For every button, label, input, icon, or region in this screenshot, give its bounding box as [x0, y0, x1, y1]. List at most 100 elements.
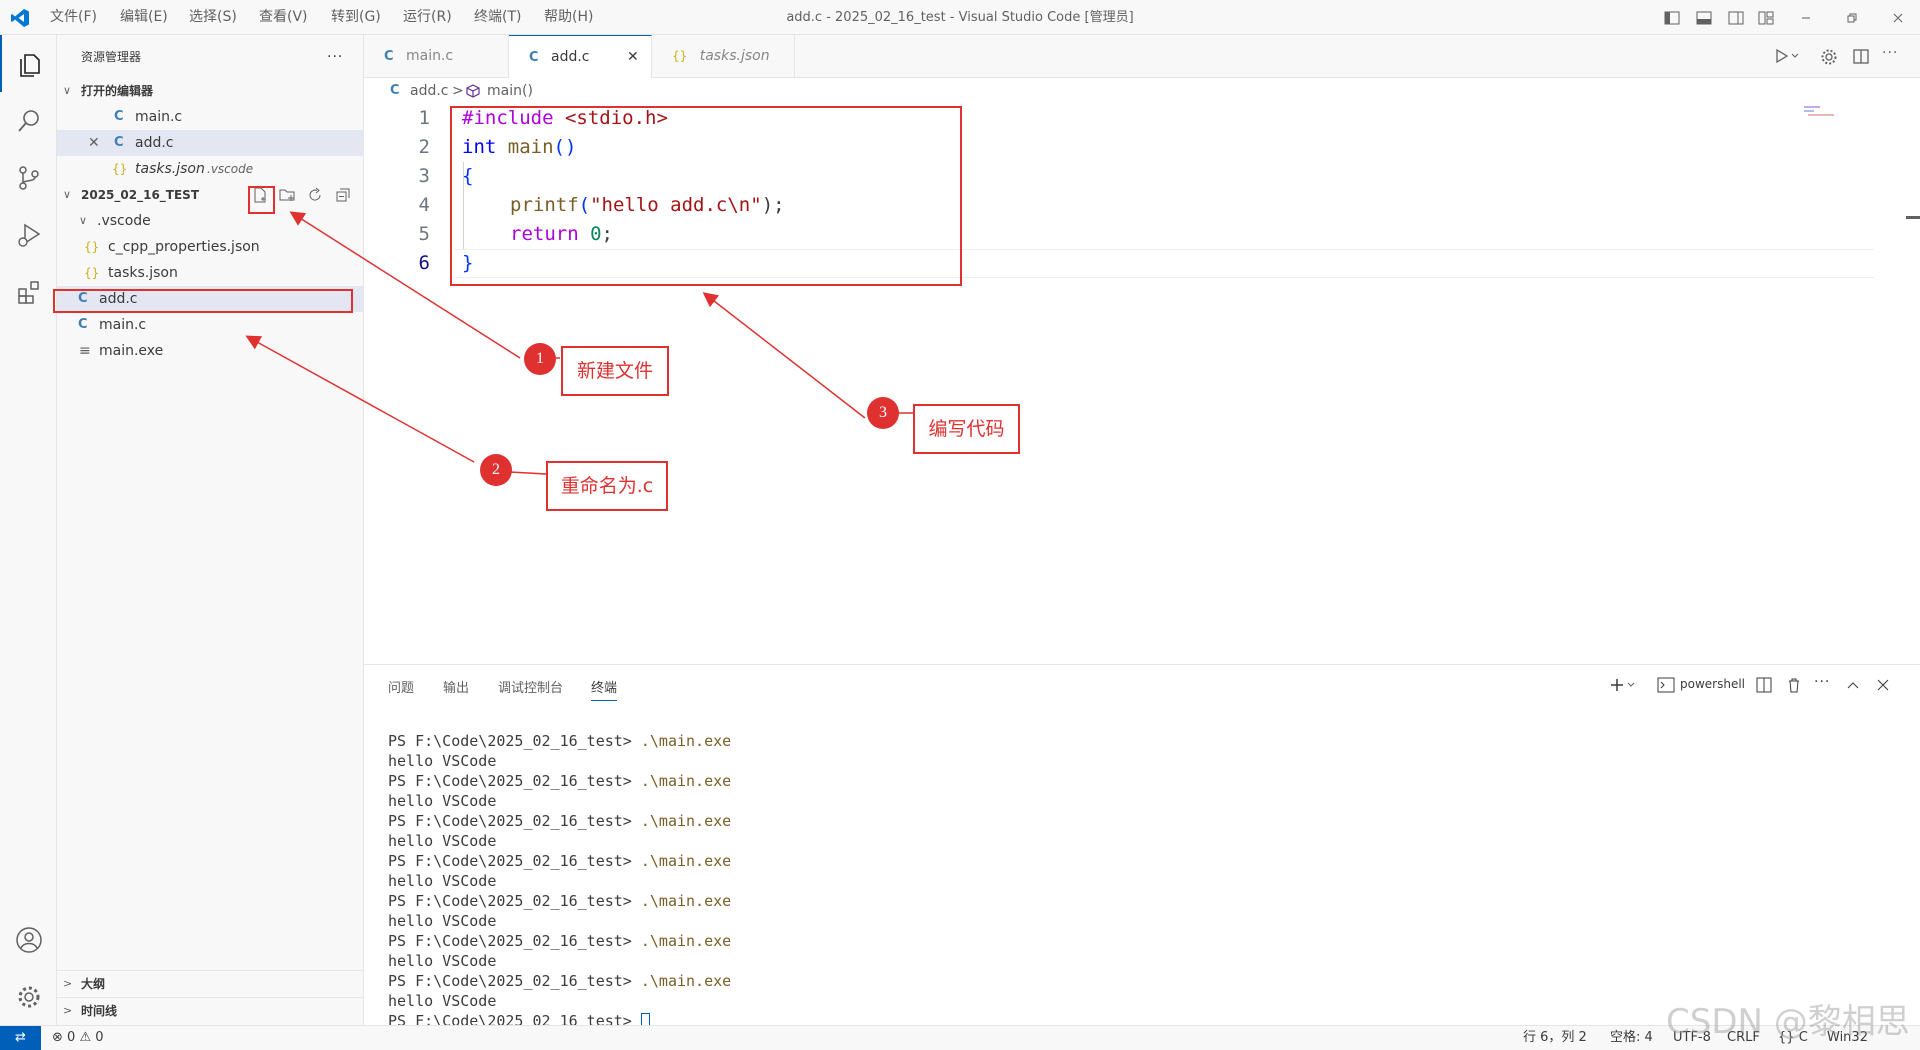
menu-run[interactable]: 运行(R) — [403, 9, 452, 25]
tree-item[interactable]: C main.c — [57, 312, 364, 338]
accounts-activity[interactable] — [0, 911, 57, 968]
terminal-line: PS F:\Code\2025_02_16_test> .\main.exe — [388, 772, 732, 790]
tree-item-label: c_cpp_properties.json — [108, 239, 260, 255]
platform-config[interactable]: Win32 — [1827, 1030, 1868, 1045]
terminal-shell-name[interactable]: powershell — [1680, 677, 1745, 691]
manage-activity[interactable] — [0, 968, 57, 1025]
extensions-activity[interactable] — [0, 263, 57, 320]
run-file-icon[interactable] — [1774, 47, 1800, 65]
restore-icon[interactable] — [1844, 10, 1860, 26]
split-editor-icon[interactable] — [1852, 48, 1870, 66]
tree-item[interactable]: ≡ main.exe — [57, 338, 364, 364]
c-file-icon: C — [114, 135, 124, 150]
customize-layout-icon[interactable] — [1758, 10, 1774, 26]
menu-file[interactable]: 文件(F) — [50, 9, 97, 25]
minimize-icon[interactable] — [1798, 10, 1814, 26]
account-icon — [15, 926, 42, 953]
terminal-line: hello VSCode — [388, 912, 497, 930]
activity-bar — [0, 35, 57, 1025]
open-editor-item[interactable]: ✕ C add.c — [57, 130, 364, 156]
open-editor-item[interactable]: C main.c — [57, 104, 364, 130]
errors-indicator[interactable]: ⊗ 0 ⚠ 0 — [52, 1030, 104, 1045]
menu-selection[interactable]: 选择(S) — [189, 9, 237, 25]
open-editor-item[interactable]: {} tasks.json .vscode — [57, 156, 364, 182]
tree-item-label: .vscode — [97, 213, 151, 229]
c-file-icon: C — [529, 50, 539, 65]
tree-item-label: add.c — [99, 291, 138, 307]
new-terminal-icon[interactable] — [1610, 677, 1638, 693]
trash-icon[interactable] — [1786, 677, 1802, 693]
close-window-icon[interactable] — [1890, 10, 1906, 26]
breadcrumb-file[interactable]: add.c — [410, 83, 449, 99]
tab-terminal[interactable]: 终端 — [591, 677, 618, 701]
outline-section[interactable]: > 大纲 — [57, 970, 364, 996]
language-mode[interactable]: {} C — [1778, 1030, 1808, 1045]
timeline-section[interactable]: > 时间线 — [57, 997, 364, 1023]
source-control-icon — [18, 165, 39, 190]
line-ending[interactable]: CRLF — [1727, 1030, 1760, 1045]
settings-gear-icon[interactable] — [1820, 48, 1838, 66]
close-icon[interactable]: ✕ — [88, 135, 100, 151]
close-panel-icon[interactable] — [1876, 678, 1890, 692]
toggle-sidebar-icon[interactable] — [1664, 10, 1680, 26]
annotation-badge-1: 1 — [524, 343, 556, 375]
search-activity[interactable] — [0, 92, 57, 149]
collapse-all-icon[interactable] — [335, 187, 351, 203]
editor-more-icon[interactable]: ··· — [1882, 45, 1899, 61]
more-actions-icon[interactable]: ··· — [327, 49, 344, 65]
menu-terminal[interactable]: 终端(T) — [474, 9, 522, 25]
tree-item[interactable]: {} c_cpp_properties.json — [57, 234, 364, 260]
timeline-header: 时间线 — [81, 1004, 118, 1018]
tab-label: tasks.json — [699, 48, 770, 64]
split-terminal-icon[interactable] — [1756, 677, 1772, 693]
breadcrumb-symbol[interactable]: main() — [487, 83, 533, 99]
tab-add-c[interactable]: C add.c ✕ — [509, 35, 652, 78]
toggle-secondary-sidebar-icon[interactable] — [1728, 10, 1744, 26]
scroll-indicator — [1906, 216, 1920, 219]
watermark: CSDN @黎相思 — [1666, 1002, 1910, 1042]
c-file-icon: C — [384, 49, 394, 64]
source-control-activity[interactable] — [0, 149, 57, 206]
minimap[interactable] — [1790, 104, 1890, 124]
tab-tasks-json[interactable]: {} tasks.json — [652, 35, 795, 78]
line-number-current: 6 — [418, 252, 430, 274]
menu-view[interactable]: 查看(V) — [259, 9, 308, 25]
open-editors-section[interactable]: ∨ 打开的编辑器 — [57, 78, 364, 104]
gear-icon — [18, 986, 39, 1007]
menu-help[interactable]: 帮助(H) — [544, 9, 594, 25]
remote-indicator-icon[interactable]: ⇄ — [0, 1026, 41, 1050]
terminal-line: PS F:\Code\2025_02_16_test> .\main.exe — [388, 892, 732, 910]
refresh-icon[interactable] — [307, 187, 323, 203]
new-folder-icon[interactable] — [279, 187, 297, 203]
tab-output[interactable]: 输出 — [443, 681, 470, 696]
new-file-icon[interactable] — [252, 187, 268, 203]
terminal-line: hello VSCode — [388, 992, 497, 1010]
menu-edit[interactable]: 编辑(E) — [120, 9, 168, 25]
panel-more-icon[interactable]: ··· — [1814, 674, 1831, 690]
tree-item[interactable]: {} tasks.json — [57, 260, 364, 286]
cursor-position[interactable]: 行 6，列 2 — [1523, 1030, 1587, 1045]
code-highlight — [450, 106, 962, 286]
toggle-panel-icon[interactable] — [1696, 10, 1712, 26]
terminal-line: hello VSCode — [388, 792, 497, 810]
search-icon — [17, 109, 39, 132]
close-tab-icon[interactable]: ✕ — [627, 49, 639, 65]
tab-label: add.c — [551, 49, 590, 65]
encoding[interactable]: UTF-8 — [1673, 1030, 1711, 1045]
tab-main-c[interactable]: C main.c — [364, 35, 509, 78]
vscode-logo-icon — [11, 9, 29, 27]
tab-problems[interactable]: 问题 — [388, 681, 415, 696]
new-file-highlight — [248, 186, 275, 214]
tree-item-vscode-folder[interactable]: ∨ .vscode — [57, 208, 364, 234]
explorer-activity[interactable] — [0, 35, 57, 92]
indentation[interactable]: 空格: 4 — [1610, 1030, 1653, 1045]
folder-section[interactable]: ∨ 2025_02_16_TEST — [57, 182, 364, 208]
terminal-line: PS F:\Code\2025_02_16_test> .\main.exe — [388, 852, 732, 870]
run-debug-activity[interactable] — [0, 206, 57, 263]
annotation-label-1: 新建文件 — [561, 346, 669, 396]
tab-debug-console[interactable]: 调试控制台 — [498, 681, 564, 696]
menu-go[interactable]: 转到(G) — [331, 9, 381, 25]
maximize-panel-icon[interactable] — [1846, 678, 1860, 692]
open-editor-label: tasks.json — [135, 161, 205, 177]
